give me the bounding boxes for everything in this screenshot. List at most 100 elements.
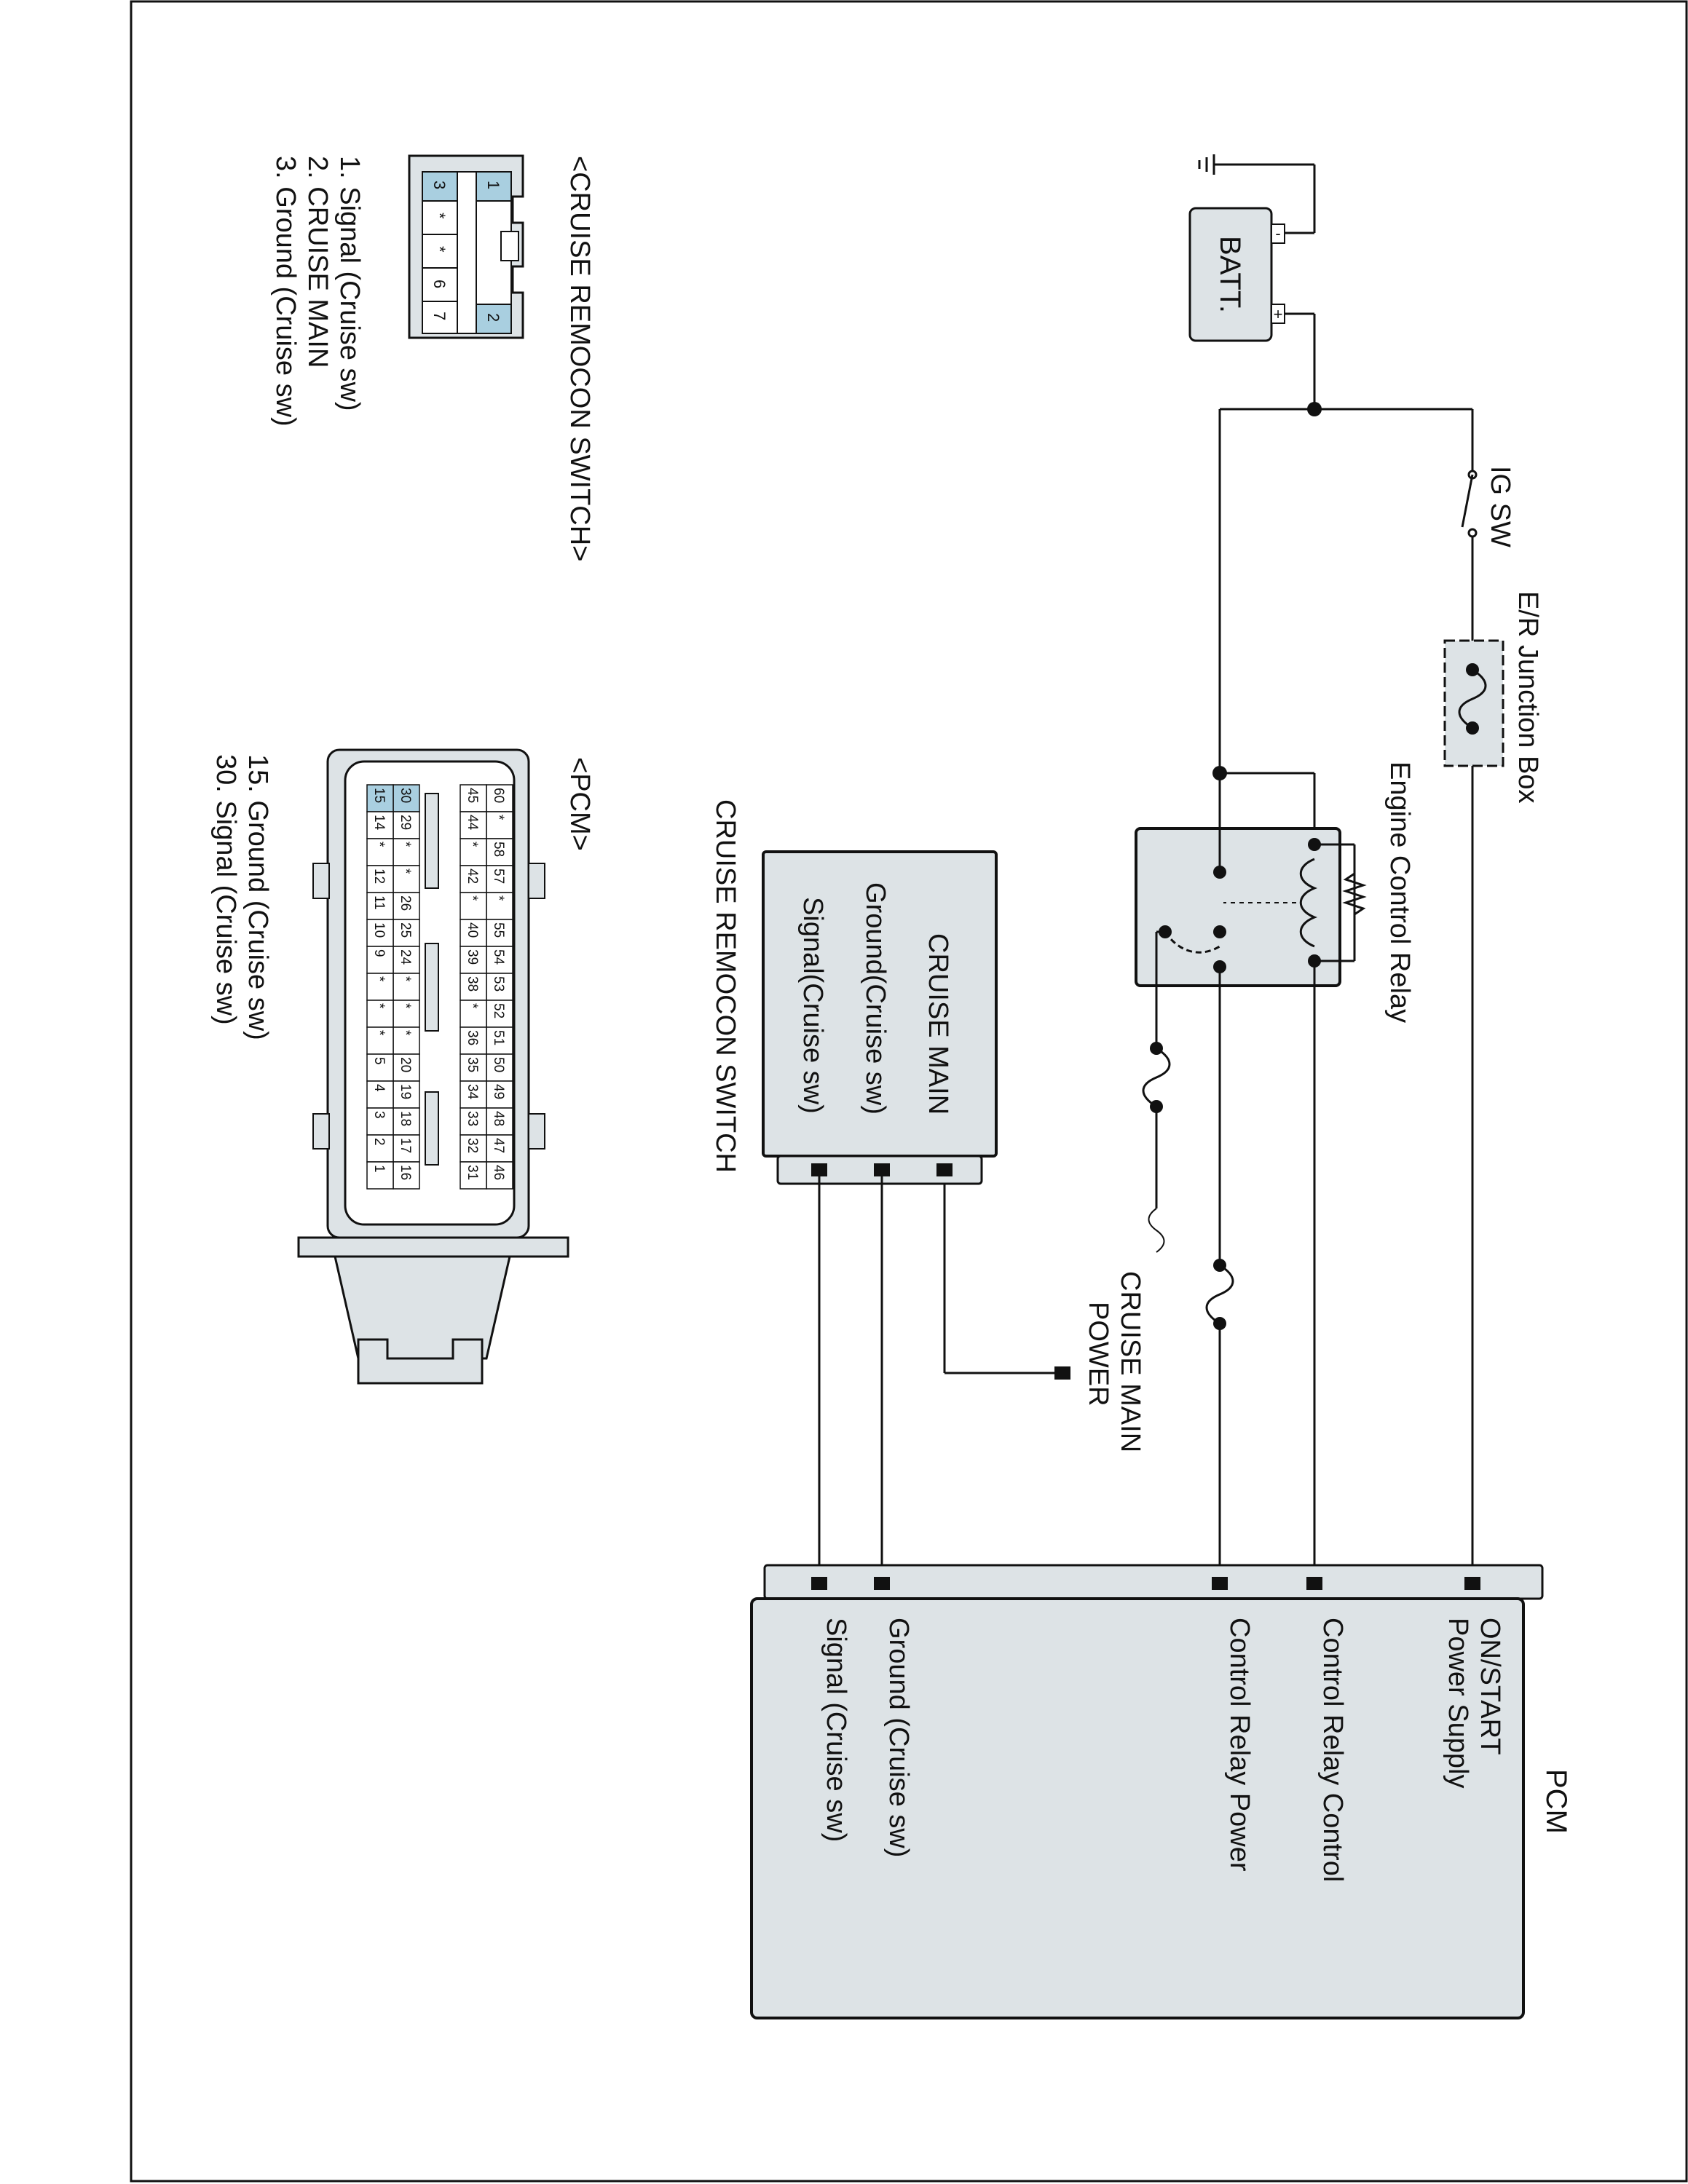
pcm-pin-cell <box>393 946 420 974</box>
pcm-connector: <PCM> 60*5857*555453525150494847464544*4… <box>210 748 595 1385</box>
pcm-pin-label: 32 <box>465 1138 480 1153</box>
pcm-pin-relay-power: Control Relay Power <box>1224 1618 1255 1872</box>
pcm-pin-label: 20 <box>398 1057 413 1072</box>
pcm-pin-label: 48 <box>491 1111 506 1126</box>
pcm-pin-label: 10 <box>371 922 387 938</box>
pcm-pin-cell <box>366 1080 394 1109</box>
pcm-pin-cell <box>366 1000 394 1028</box>
pcm-pin-on-start: ON/START <box>1475 1618 1505 1755</box>
pcm-pin-label: 45 <box>465 788 480 803</box>
cruise-conn-pin-7: 7 <box>430 312 449 320</box>
cruise-legend-1: 1. Signal (Cruise sw) <box>334 156 365 411</box>
pcm-pin-label: * <box>398 1030 413 1036</box>
cruise-switch-pin-main: CRUISE MAIN <box>923 933 953 1115</box>
pcm-pin-cell <box>460 1026 487 1055</box>
pcm-pin-label: 5 <box>371 1057 387 1065</box>
pcm-pin-cell <box>393 811 420 839</box>
pcm-pin-cell <box>393 1134 420 1163</box>
pcm-pin-label: 30 <box>398 788 413 803</box>
pcm-pin-cell <box>486 1161 513 1190</box>
pcm-pin-label: 50 <box>491 1057 506 1072</box>
junction-box: E/R Junction Box <box>1443 591 1543 803</box>
pcm-pin-cell <box>460 838 487 866</box>
pcm-pin-label: 3 <box>371 1111 387 1119</box>
pcm-pin-label: 35 <box>465 1057 480 1072</box>
pcm-pin-cell <box>460 1107 487 1136</box>
pcm-pin-label: 58 <box>491 842 506 857</box>
pcm-pin-label: 34 <box>465 1084 480 1100</box>
pcm-pin-label: * <box>465 1003 480 1009</box>
cruise-conn-pin-2: 2 <box>484 313 502 322</box>
pcm-pin-label: * <box>398 869 413 874</box>
pcm-pin-label: 60 <box>491 788 506 803</box>
pcm-pin-label: 47 <box>491 1138 506 1153</box>
pcm-pin-cell <box>366 973 394 1001</box>
pcm-pin-label: 46 <box>491 1165 506 1180</box>
pcm-pin-label: 19 <box>398 1084 413 1099</box>
pcm-pin-label: * <box>465 895 480 901</box>
pcm-pin-label: 29 <box>398 815 413 830</box>
pcm-pin-label: 52 <box>491 1003 506 1018</box>
pcm-pin-cell <box>460 865 487 893</box>
pcm-pin-label: 39 <box>465 949 480 965</box>
pcm-title: PCM <box>1540 1769 1572 1834</box>
pcm-pin-label: 36 <box>465 1030 480 1045</box>
cruise-conn-pin-1: 1 <box>484 181 502 189</box>
cruise-conn-pin-6: 6 <box>430 280 449 288</box>
pcm-pin-label: 1 <box>371 1165 387 1173</box>
pcm-pin-cell <box>486 1080 513 1109</box>
pcm-pin-label: * <box>398 976 413 982</box>
battery-plus: + <box>1274 305 1283 323</box>
cruise-switch-pin-ground: Ground(Cruise sw) <box>860 882 891 1115</box>
pcm-pin-label: 2 <box>371 1138 387 1146</box>
pcm-pin-cell <box>366 811 394 839</box>
cruise-switch-pin-signal: Signal(Cruise sw) <box>797 897 828 1114</box>
pcm-pin-cell <box>460 784 487 812</box>
pcm-pin-label: 12 <box>371 869 387 884</box>
pcm-pin-label: * <box>371 1030 387 1036</box>
pcm-pin-cell <box>460 1080 487 1109</box>
pcm-pin-cell <box>393 1053 420 1082</box>
relay-label: Engine Control Relay <box>1384 761 1415 1023</box>
pcm-pin-cell <box>393 973 420 1001</box>
pcm-pin-label: 38 <box>465 976 480 992</box>
cruise-connector-title: <CRUISE REMOCON SWITCH> <box>564 156 595 561</box>
pcm-pin-label: 42 <box>465 869 480 884</box>
cruise-switch-title: CRUISE REMOCON SWITCH <box>710 799 741 1173</box>
cruise-legend-3: 3. Ground (Cruise sw) <box>270 156 301 427</box>
pcm-pin-cell <box>366 1053 394 1082</box>
pcm-pin-label: 44 <box>465 815 480 831</box>
pcm-pin-label: * <box>398 842 413 847</box>
pcm-pin-label: 16 <box>398 1165 413 1180</box>
pcm-pin-cell <box>366 1107 394 1136</box>
cruise-power-line1: CRUISE MAIN <box>1115 1271 1145 1452</box>
cruise-switch-connector: <CRUISE REMOCON SWITCH> 1 2 3 * * 6 7 1.… <box>270 154 595 561</box>
pcm-pin-cell <box>460 1161 487 1190</box>
pcm-pin-cell <box>366 1134 394 1163</box>
ground-symbol <box>1198 154 1316 234</box>
pcm-pin-cell <box>486 1000 513 1028</box>
pcm-pin-cell <box>393 784 420 812</box>
pcm-pin-label: 49 <box>491 1084 506 1099</box>
pcm-pin-label: 15 <box>371 788 387 803</box>
pcm-pin-label: * <box>491 895 506 901</box>
pcm-pin-signal: Signal (Cruise sw) <box>821 1618 851 1842</box>
pcm-pin-label: 9 <box>371 949 387 957</box>
pcm-pin-cell <box>460 811 487 839</box>
pcm-pin-ground: Ground (Cruise sw) <box>883 1618 914 1857</box>
pcm-pin-label: 33 <box>465 1111 480 1126</box>
pcm-pin-label: 53 <box>491 976 506 992</box>
ig-switch: IG SW <box>1461 409 1515 641</box>
pcm-pin-label: 54 <box>491 949 506 965</box>
pcm-pin-label: * <box>465 842 480 847</box>
pcm-pin-cell <box>393 1161 420 1190</box>
pcm-pin-label: * <box>398 1003 413 1009</box>
pcm-pin-label: * <box>491 815 506 820</box>
cruise-conn-pin-4: * <box>430 213 449 219</box>
battery-label: BATT. <box>1214 236 1246 313</box>
pcm-legend-2: 30. Signal (Cruise sw) <box>210 754 241 1025</box>
pcm-pin-cell <box>460 1053 487 1082</box>
pcm-pin-cell <box>486 1134 513 1163</box>
battery: - + BATT. <box>1188 207 1285 342</box>
